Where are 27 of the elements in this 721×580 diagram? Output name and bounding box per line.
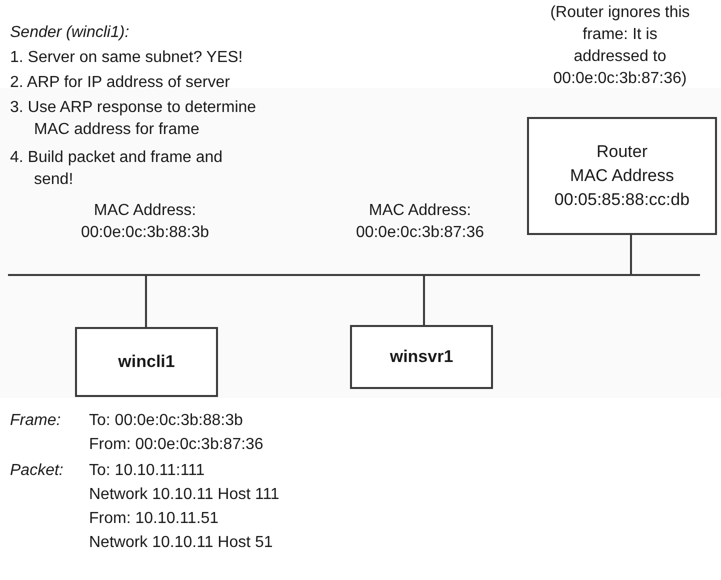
network-bus-line [8,274,700,276]
device-name: Router [596,141,648,163]
frame-line: From: 00:0e:0c:3b:87:36 [89,435,264,455]
step-text: 3. Use ARP response to determine MAC address for frame [10,98,258,140]
computer-box [75,327,218,397]
network-link [423,276,425,325]
packet-line: To: 10.10.11:111 [89,461,206,481]
step-text: 4. Build packet and frame and send! [10,148,224,190]
step-text: 2. ARP for IP address of server [10,73,231,93]
frame-heading: Frame: [10,411,62,431]
mac-address-label: MAC Address: 00:0e:0c:3b:87:36 [354,201,486,243]
router-box [527,117,717,235]
computer-box [350,325,493,389]
mac-address-text: MAC Address 00:05:85:88:cc:db [553,165,691,211]
frame-line: To: 00:0e:0c:3b:88:3b [89,411,244,431]
network-link [145,276,147,327]
network-link [630,235,632,274]
host-name: winsvr1 [390,346,454,368]
host-name: wincli1 [118,351,175,373]
packet-line: Network 10.10.11 Host 111 [89,485,280,505]
packet-line: From: 10.10.11.51 [89,509,220,529]
sender-heading: Sender (wincli1): [10,23,130,43]
step-text: 1. Server on same subnet? YES! [10,48,244,68]
packet-heading: Packet: [10,461,64,481]
router-note: (Router ignores this frame: It is addressed to 00:0e:0c:3b:87:36) [550,3,690,89]
mac-address-label: MAC Address: 00:0e:0c:3b:88:3b [80,201,210,243]
packet-line: Network 10.10.11 Host 51 [89,533,274,553]
